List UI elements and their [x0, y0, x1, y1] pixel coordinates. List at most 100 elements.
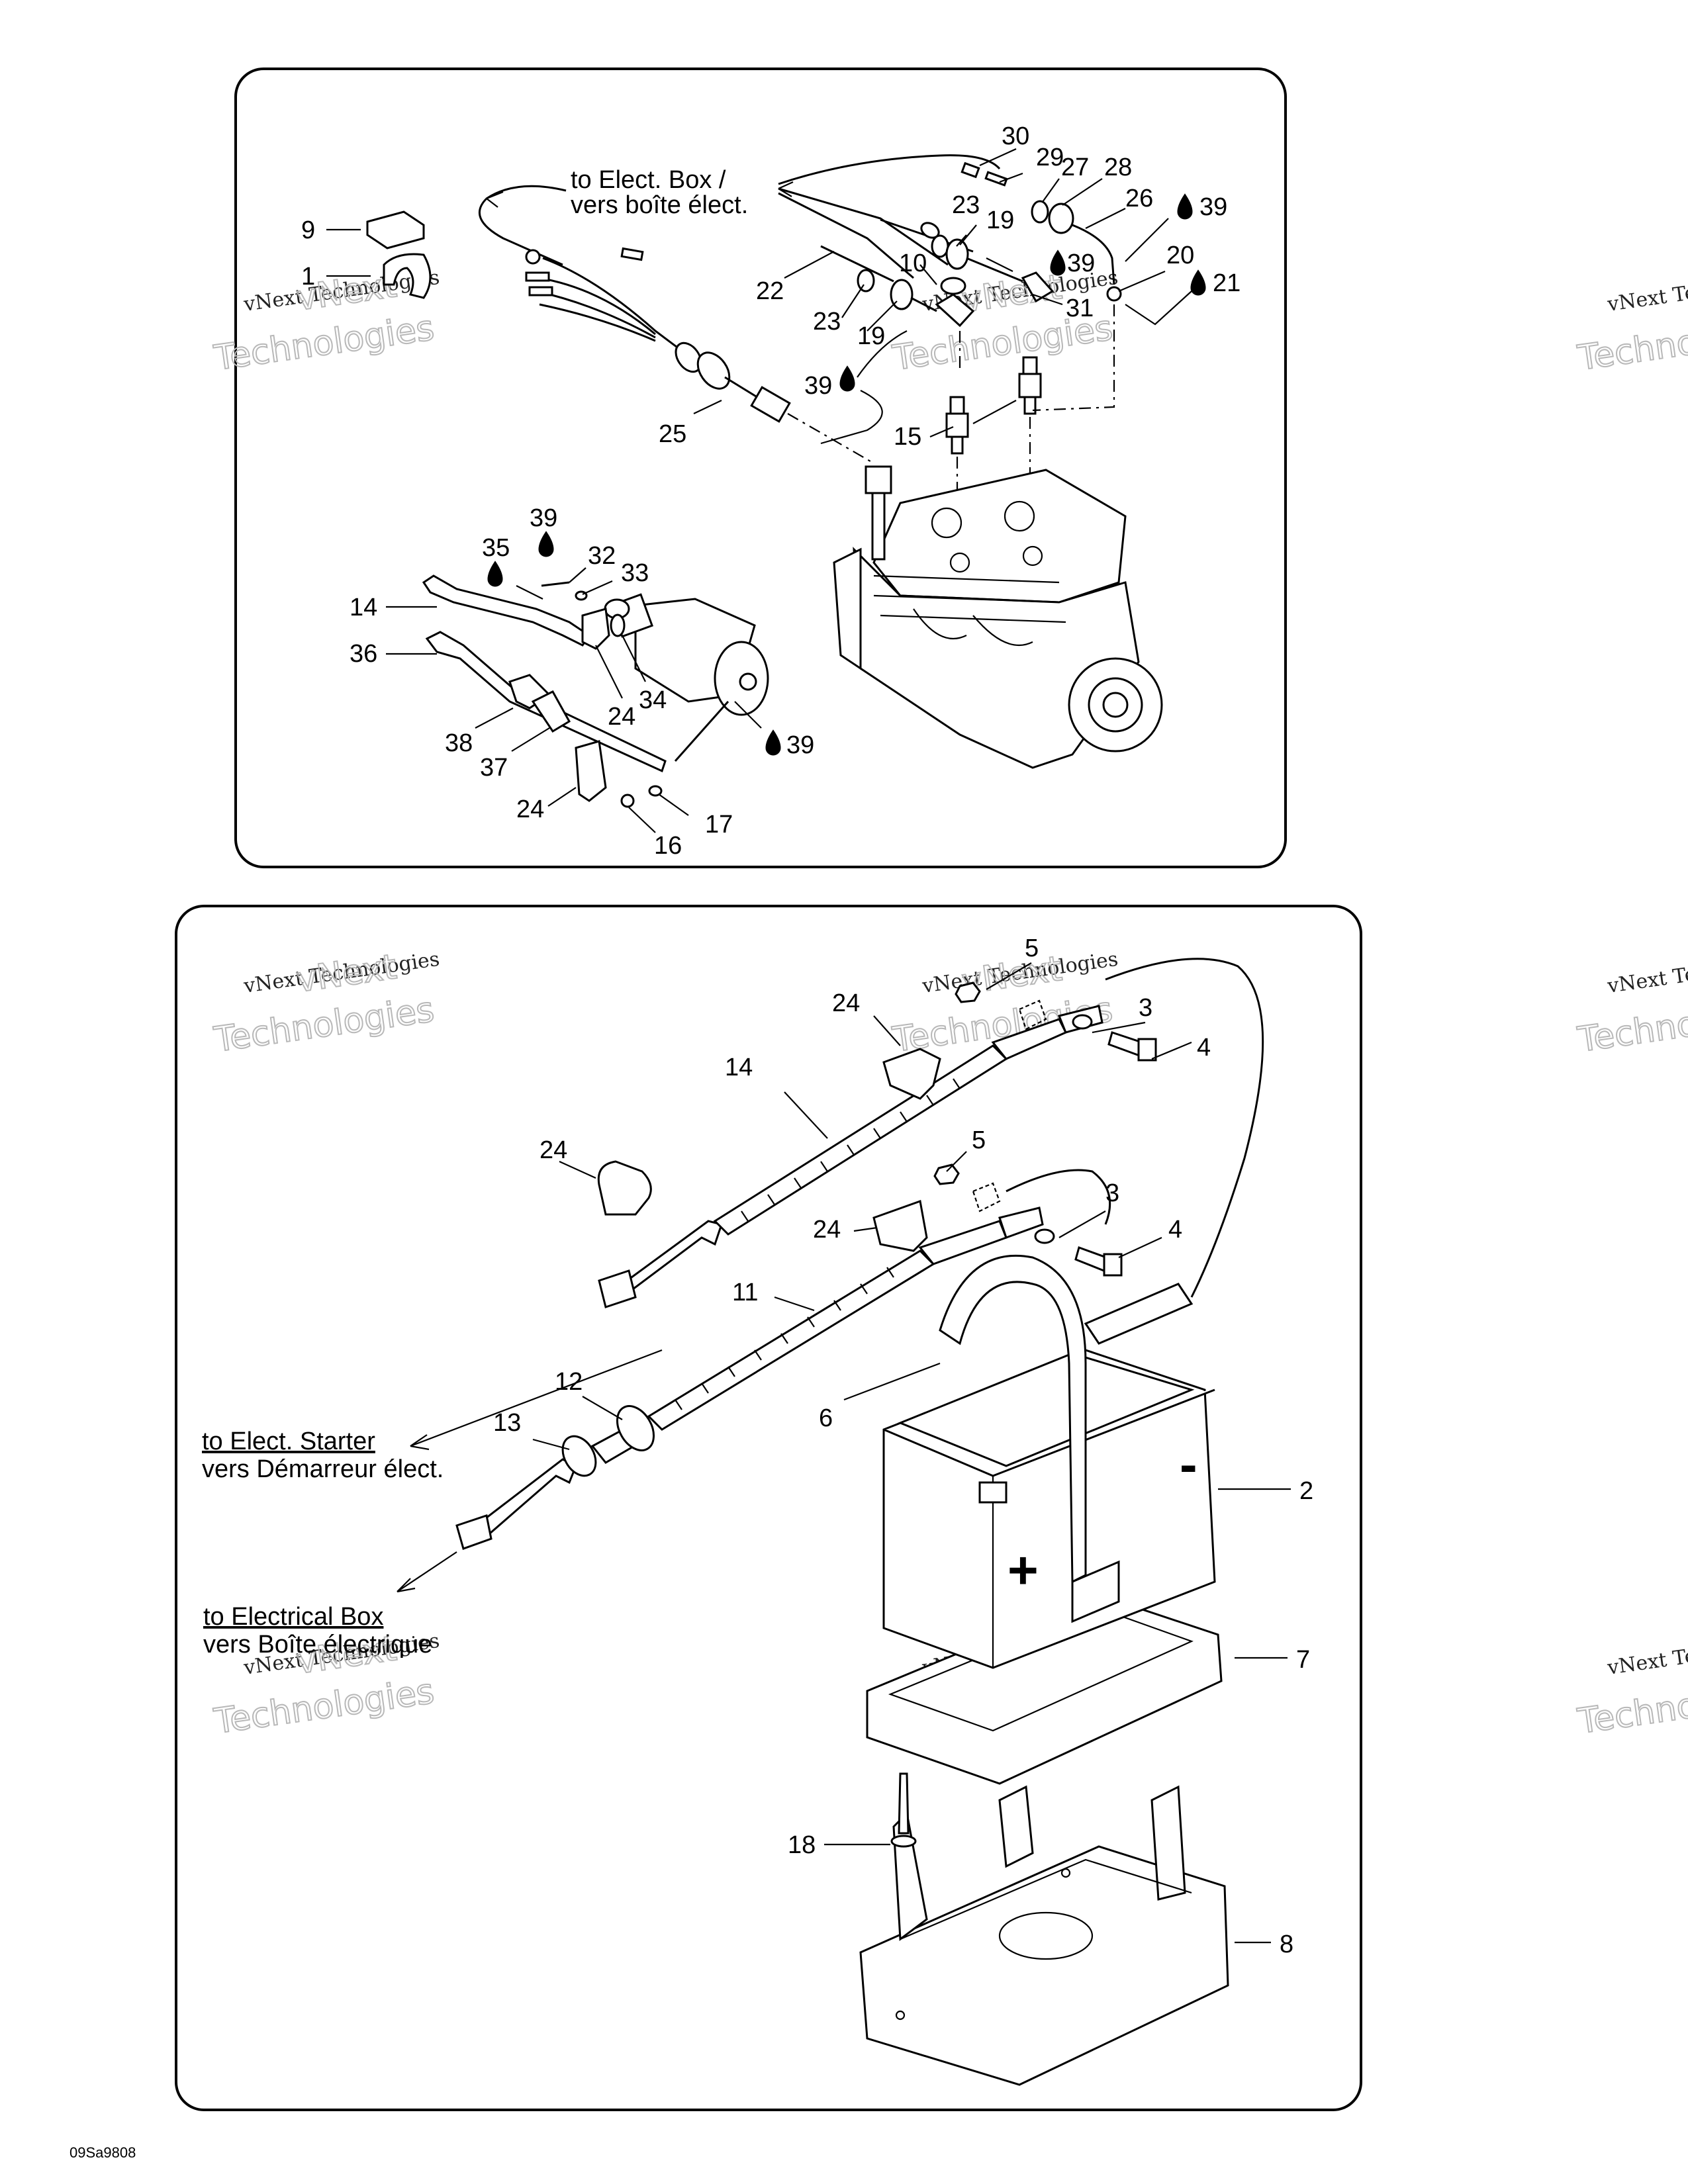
- nut-12: [616, 1405, 655, 1451]
- callout-number: 24: [813, 1216, 841, 1244]
- label-to-elect-starter: to Elect. Starter: [202, 1428, 375, 1455]
- wire: [966, 257, 1023, 283]
- cap-nut: [1048, 203, 1074, 234]
- washer: [1031, 200, 1049, 224]
- leader-line: [622, 635, 646, 682]
- callout-number: 39: [804, 372, 832, 400]
- callout-number: 37: [480, 754, 508, 782]
- callout-number: 23: [813, 308, 841, 336]
- callout-number: 21: [1213, 269, 1241, 297]
- arrowhead: [778, 181, 794, 197]
- label-vers-boite-elect: vers boîte élect.: [571, 191, 748, 219]
- leader-line: [778, 154, 1001, 185]
- leader-line: [582, 580, 613, 596]
- callout-number: 10: [899, 250, 927, 277]
- nut-16: [620, 794, 635, 808]
- ground-wire: [1006, 1169, 1111, 1225]
- svg-text:Technologies: Technologies: [211, 308, 436, 379]
- callout-number: 16: [654, 832, 682, 860]
- bolt-head: [1103, 1253, 1123, 1277]
- protector-24: [575, 740, 607, 802]
- callout-number: 3: [1105, 1179, 1119, 1207]
- callout-number: 5: [1025, 934, 1039, 962]
- callout-number: 7: [1296, 1646, 1310, 1674]
- callout-number: 5: [972, 1126, 986, 1154]
- leader-line: [479, 185, 567, 266]
- arrowhead: [410, 1434, 430, 1451]
- leader-line: [1058, 1210, 1106, 1238]
- leader-line: [1062, 178, 1103, 206]
- grommet: [675, 341, 702, 373]
- leader-line: [1032, 293, 1063, 306]
- nut-5: [955, 981, 981, 1003]
- watermark: vNext Technologies Technologies vNext: [211, 946, 441, 1061]
- ring-lug: [598, 1269, 637, 1308]
- svg-text:Technologies: Technologies: [1575, 990, 1688, 1060]
- screw: [541, 581, 570, 587]
- callout-number: 14: [725, 1054, 753, 1081]
- bottom-panel-drawing: + -: [202, 934, 1313, 2086]
- callout-number: 24: [608, 703, 635, 731]
- leader-line: [1085, 208, 1126, 229]
- leader-line: [559, 1160, 596, 1179]
- protector-24: [872, 1199, 928, 1252]
- callout-number: 2: [1299, 1477, 1313, 1505]
- top-panel-drawing: to Elect. Box / vers boîte élect.: [301, 122, 1241, 860]
- callout-number: 32: [588, 542, 616, 570]
- washer: [610, 614, 626, 637]
- arrowhead: [397, 1578, 416, 1593]
- ring-terminal: [525, 249, 541, 265]
- callout-number: 18: [788, 1831, 816, 1859]
- ring-lug: [455, 1514, 492, 1550]
- watermark: vNext Technologies Technologies: [1574, 948, 1688, 1061]
- label-vers-boite-electrique: vers Boîte électrique: [203, 1631, 432, 1659]
- cap-nut: [945, 238, 969, 270]
- callout-number: 28: [1104, 154, 1132, 181]
- battery-tray: [859, 1785, 1229, 2086]
- callout-number: 31: [1066, 295, 1094, 322]
- wire: [539, 303, 656, 342]
- battery-cable-11: [455, 1206, 1044, 1550]
- callout-number: 24: [832, 989, 860, 1017]
- battery: + -: [882, 1349, 1216, 1669]
- callout-number: 36: [350, 640, 377, 668]
- leader-line: [867, 300, 898, 332]
- label-vers-demarreur: vers Démarreur élect.: [202, 1455, 444, 1483]
- callout-number: 26: [1125, 185, 1153, 212]
- leader-line: [1042, 178, 1060, 203]
- label-to-electrical-box: to Electrical Box: [203, 1603, 383, 1631]
- callout-number: 25: [659, 420, 686, 448]
- callout-number: 39: [1067, 250, 1095, 277]
- callout-number: 23: [952, 191, 980, 219]
- battery-cable-14: [598, 1005, 1103, 1308]
- lubricant-drop-icon: [1050, 250, 1066, 276]
- lubricant-drop-icon: [839, 365, 855, 392]
- lubricant-drop-icon: [765, 729, 781, 756]
- washer: [931, 234, 949, 258]
- callout-number: 19: [857, 322, 885, 350]
- leader-line: [774, 1296, 815, 1312]
- callout-number: 4: [1197, 1034, 1211, 1062]
- svg-text:vNext Technologies: vNext Technologies: [1605, 1629, 1688, 1680]
- bolt-head: [1137, 1038, 1157, 1062]
- plus-sign: +: [1008, 1541, 1039, 1600]
- callout-number: 9: [301, 216, 315, 244]
- leader-line: [582, 1396, 623, 1420]
- callout-number: 20: [1166, 242, 1194, 269]
- leader-line: [569, 567, 586, 583]
- leader-line: [1125, 218, 1169, 262]
- lubricant-drop-icon: [487, 561, 503, 587]
- callout-number: 38: [445, 729, 473, 757]
- svg-text:Technologies: Technologies: [1575, 1672, 1688, 1742]
- lubricant-drop-icon: [538, 531, 554, 557]
- leader-line: [986, 257, 1013, 272]
- callout-number: 30: [1002, 122, 1029, 150]
- svg-text:Technologies: Technologies: [1575, 308, 1688, 379]
- battery-holder: [1084, 1283, 1194, 1345]
- electric-starter: [604, 593, 769, 716]
- connector-housing: [750, 386, 791, 423]
- leader-line: [778, 187, 949, 266]
- leader-line: [1151, 1041, 1192, 1060]
- leader-line: [946, 1151, 967, 1172]
